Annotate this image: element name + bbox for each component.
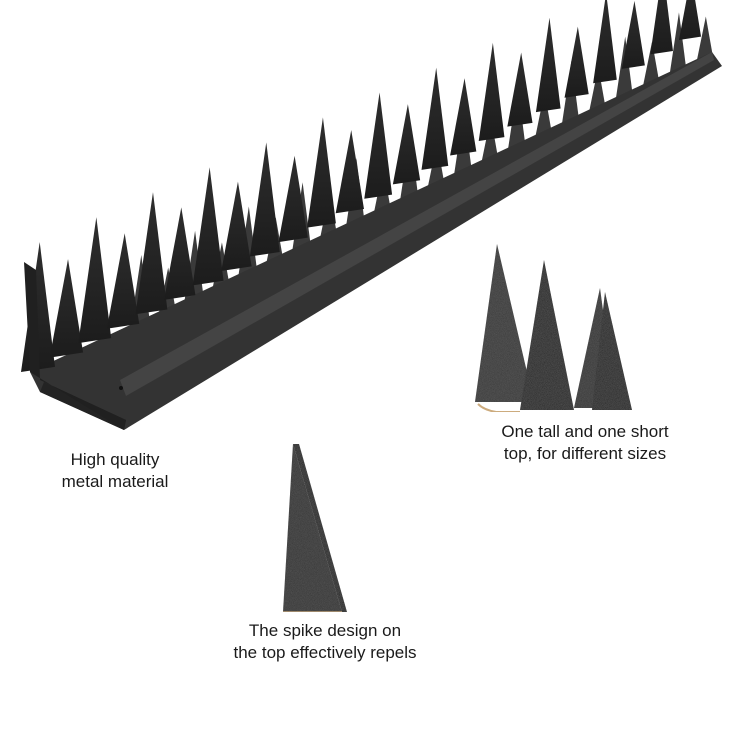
back-spike: [696, 16, 714, 62]
twin-spike-detail: [475, 244, 632, 413]
spike-strip: [21, 0, 722, 430]
front-spike: [106, 233, 140, 329]
front-spike: [478, 42, 505, 142]
front-spike: [78, 217, 112, 344]
caption-material-line1: High quality: [70, 450, 160, 469]
caption-spike-line1: The spike design on: [248, 621, 402, 640]
front-spike: [307, 117, 336, 228]
single-spike-detail: [283, 444, 347, 613]
caption-tops-line2: top, for different sizes: [503, 444, 667, 463]
front-spike: [621, 0, 645, 69]
front-spike: [392, 104, 421, 185]
mounting-hole: [119, 386, 123, 390]
front-spike: [421, 67, 449, 170]
tall-spike-face: [520, 260, 574, 410]
front-spike: [221, 181, 252, 271]
single-spike-side: [293, 444, 347, 612]
tall-spike-back: [475, 244, 534, 402]
front-spike: [249, 142, 280, 257]
channel-front-wall: [24, 262, 126, 430]
front-spike: [335, 129, 364, 214]
front-spike-row: [21, 0, 702, 372]
caption-spike: The spike design on the top effectively …: [200, 620, 450, 664]
front-spike: [593, 0, 617, 84]
caption-material-line2: metal material: [61, 472, 169, 491]
front-spike: [678, 0, 702, 40]
short-spike-face: [592, 292, 632, 410]
front-spike: [535, 17, 561, 113]
front-spike: [278, 155, 308, 243]
front-spike: [650, 0, 673, 55]
front-spike: [135, 192, 168, 315]
front-spike: [49, 259, 84, 358]
back-spike: [642, 41, 661, 90]
channel-inner-wall: [120, 52, 714, 396]
caption-tops-line1: One tall and one short: [501, 422, 669, 441]
front-spike: [364, 92, 393, 199]
back-spike: [669, 12, 687, 76]
front-spike: [450, 78, 477, 156]
front-spike: [564, 26, 589, 98]
copper-edge-highlight: [477, 403, 520, 413]
front-spike: [507, 52, 533, 127]
front-spike: [192, 167, 224, 286]
channel-lip: [40, 382, 126, 430]
single-spike-face: [283, 444, 342, 612]
caption-tops: One tall and one short top, for differen…: [470, 421, 700, 465]
caption-spike-line2: the top effectively repels: [233, 643, 417, 662]
back-spike: [615, 36, 634, 104]
front-spike: [164, 207, 196, 300]
caption-material: High quality metal material: [40, 449, 190, 493]
